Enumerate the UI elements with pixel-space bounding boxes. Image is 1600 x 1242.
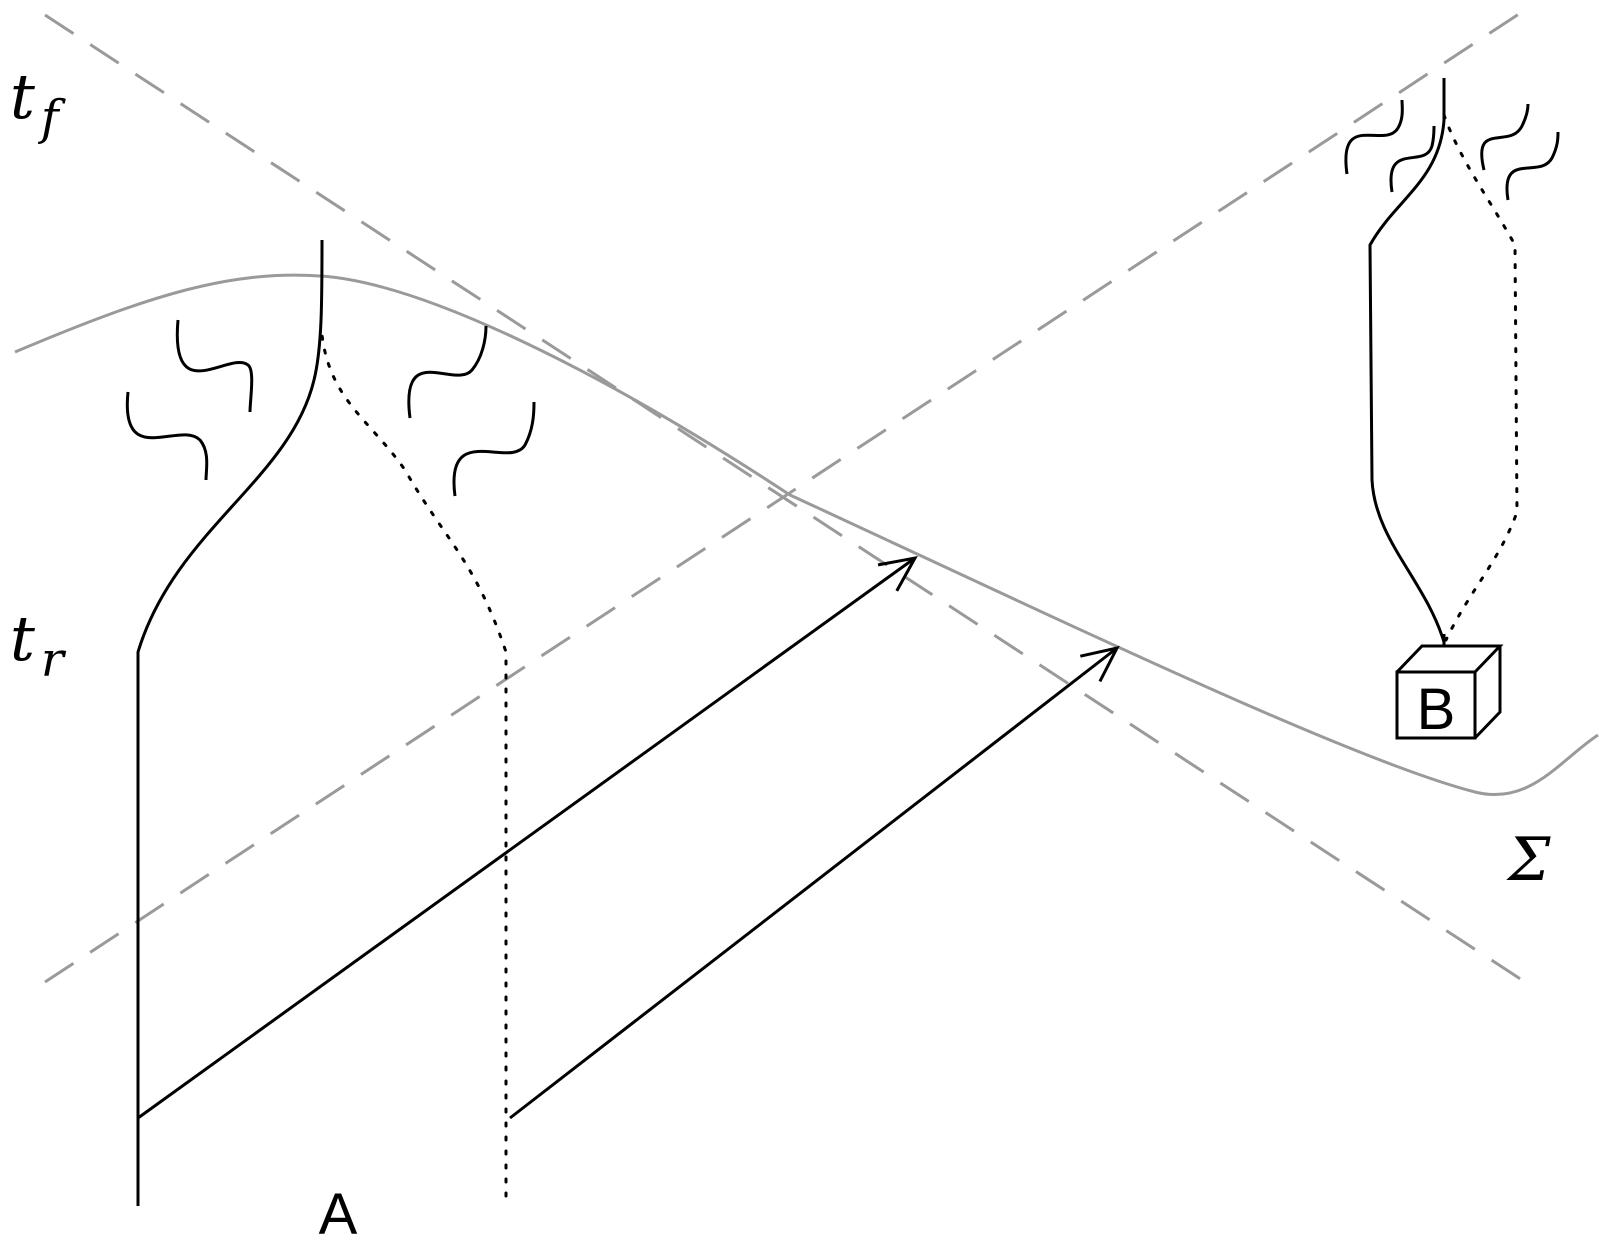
detector-box-b: B xyxy=(1395,634,1504,742)
label-sigma: Σ xyxy=(1506,825,1551,895)
worldline-b-dotted xyxy=(1442,113,1519,642)
label-a: A xyxy=(319,1182,358,1242)
squiggle-a-2 xyxy=(125,391,209,481)
worldline-a-dotted xyxy=(320,333,508,1198)
label-b: B xyxy=(1417,677,1456,742)
squiggle-a-4 xyxy=(452,401,536,497)
squiggle-b-2 xyxy=(1389,125,1436,193)
signal-arrow-dotted-worldline xyxy=(509,645,1120,1120)
worldline-b-solid xyxy=(1368,78,1446,643)
squiggle-a-3 xyxy=(407,325,488,419)
signal-arrow-solid-worldline xyxy=(137,555,918,1120)
worldline-a-solid xyxy=(136,239,324,1206)
light-cone-line-descending xyxy=(44,13,1526,984)
squiggle-b-4 xyxy=(1505,131,1560,201)
squiggle-b-3 xyxy=(1480,103,1530,171)
squiggle-b-1 xyxy=(1344,99,1404,175)
light-cone-line-ascending xyxy=(44,8,1526,984)
squiggle-a-1 xyxy=(175,319,254,413)
cauchy-surface-sigma xyxy=(14,273,1599,796)
